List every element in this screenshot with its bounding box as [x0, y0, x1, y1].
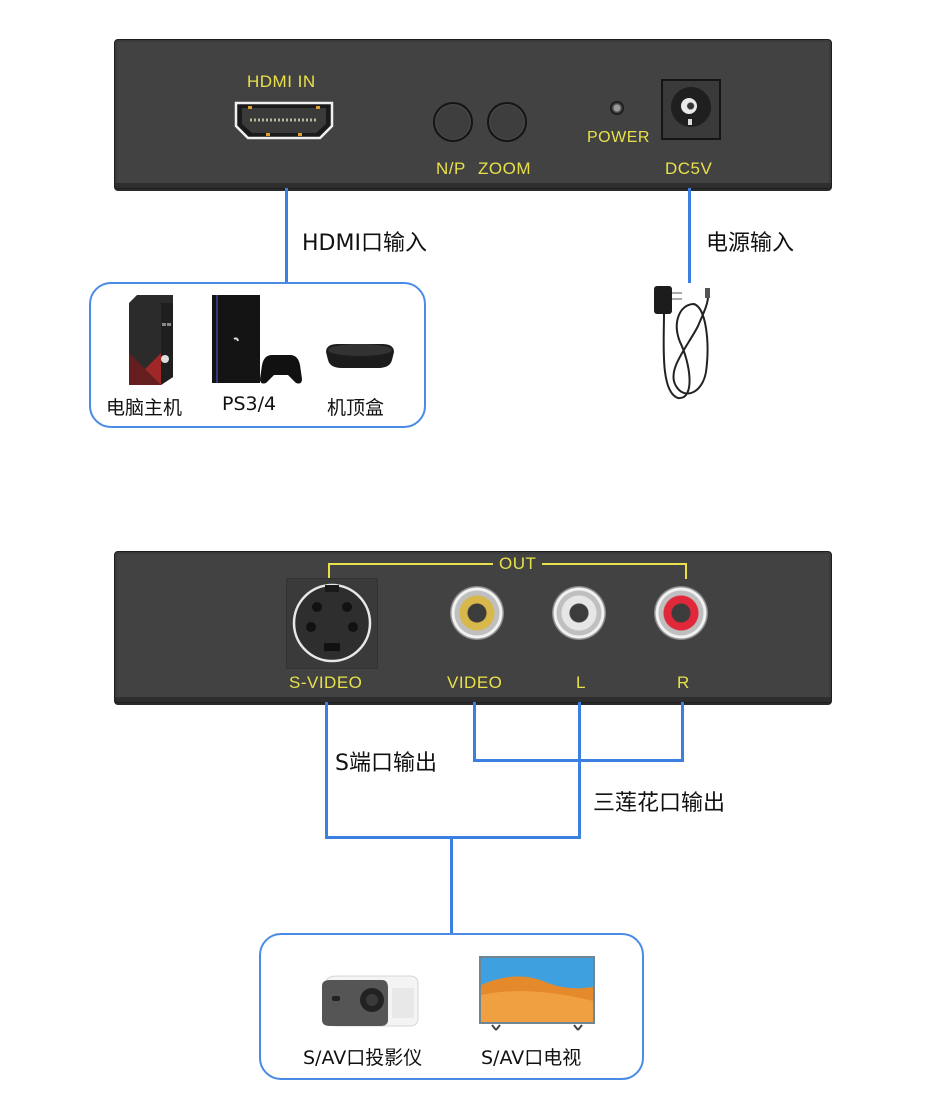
right-channel-label: R: [677, 673, 690, 692]
s-output-caption: S端口输出: [335, 751, 437, 776]
rca-output-caption: 三莲花口输出: [593, 791, 726, 816]
right-connector-line: [681, 702, 684, 761]
source-label-ps: PS3/4: [222, 393, 277, 415]
rca-left-jack: [552, 586, 606, 640]
video-label: VIDEO: [447, 673, 503, 692]
power-label: POWER: [587, 129, 650, 146]
output-label-tv: S/AV口电视: [481, 1047, 582, 1069]
power-led-icon: [610, 101, 624, 115]
power-adapter-icon: [654, 286, 710, 399]
dc5v-label: DC5V: [665, 159, 713, 178]
zoom-label: ZOOM: [478, 159, 531, 178]
out-label: OUT: [493, 554, 543, 574]
converter-input-panel: HDMI IN N/P ZOOM POWER DC5V: [114, 39, 832, 189]
output-merge-line: [325, 836, 581, 839]
rca-bus-line: [473, 759, 684, 762]
video-connector-line: [473, 702, 476, 761]
output-drop-line: [450, 836, 453, 934]
desktop-pc-icon: [129, 295, 173, 385]
np-button[interactable]: [433, 102, 473, 142]
power-connector-line: [688, 188, 691, 283]
hdmi-port-icon: [234, 101, 334, 140]
power-input-caption: 电源输入: [706, 231, 795, 256]
dc-jack-icon: [661, 79, 721, 140]
tv-icon: [479, 956, 595, 1031]
zoom-button[interactable]: [487, 102, 527, 142]
converter-output-panel: OUT S-VIDEO VIDEO L R: [114, 551, 832, 703]
hdmi-input-caption: HDMI口输入: [302, 231, 427, 256]
left-connector-line: [578, 702, 581, 838]
rca-video-jack: [450, 586, 504, 640]
hdmi-in-label: HDMI IN: [247, 72, 316, 91]
svideo-label: S-VIDEO: [289, 673, 363, 692]
set-top-box-icon: [326, 344, 394, 368]
left-channel-label: L: [576, 673, 586, 692]
hdmi-connector-line: [285, 188, 288, 283]
svideo-connector-line: [325, 702, 328, 838]
output-label-projector: S/AV口投影仪: [303, 1047, 423, 1069]
np-label: N/P: [436, 159, 466, 178]
source-label-stb: 机顶盒: [327, 397, 385, 419]
projector-icon: [322, 975, 419, 1027]
svideo-port: [286, 578, 378, 669]
svideo-port-icon: [292, 583, 372, 663]
rca-right-jack: [654, 586, 708, 640]
game-console-icon: [212, 295, 302, 384]
source-label-pc: 电脑主机: [106, 397, 183, 419]
